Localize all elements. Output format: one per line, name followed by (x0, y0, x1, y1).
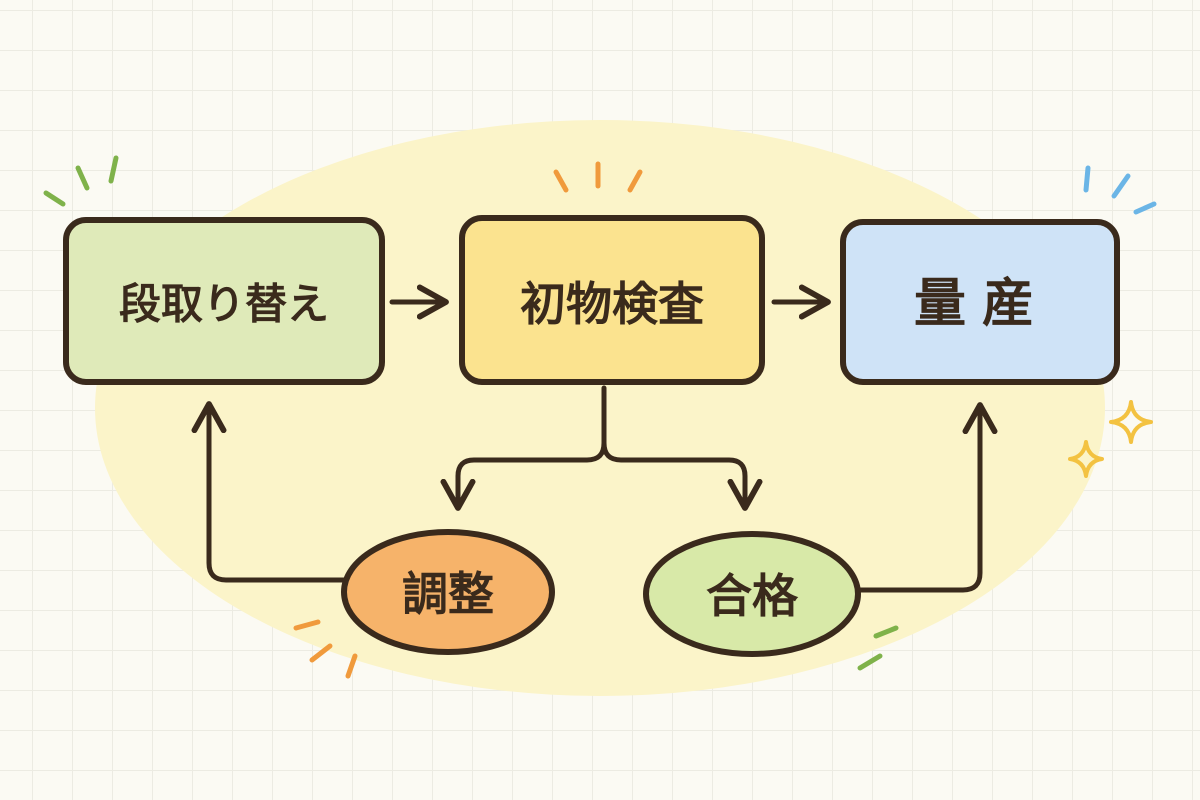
node-production-label: 量産 (914, 274, 1050, 334)
node-pass[interactable]: 合格 (643, 531, 861, 657)
background-blob (95, 120, 1105, 696)
node-inspection-box (459, 215, 765, 385)
emphasis-marks-pass (857, 625, 899, 671)
node-production-box (840, 219, 1120, 385)
node-adjust[interactable]: 調整 (341, 529, 555, 655)
node-adjust-shape (341, 529, 555, 655)
emphasis-marks-production (1083, 165, 1157, 215)
node-setup-label: 段取り替え (119, 280, 329, 329)
arrow-pass-to-production (857, 402, 998, 593)
sparkle-small-icon (1068, 440, 1104, 478)
node-pass-label: 合格 (706, 569, 799, 623)
node-inspection-label: 初物検査 (520, 277, 704, 331)
emphasis-marks-setup (43, 155, 119, 207)
node-setup[interactable]: 段取り替え (63, 217, 385, 385)
connector-inspection-to-pass (601, 440, 763, 511)
connectors (191, 284, 998, 593)
arrow-adjust-to-setup (191, 401, 347, 583)
node-production[interactable]: 量産 (840, 219, 1120, 385)
emphasis-marks-adjust (293, 619, 358, 679)
node-adjust-label: 調整 (402, 567, 494, 621)
node-pass-shape (643, 531, 861, 657)
node-inspection[interactable]: 初物検査 (459, 215, 765, 385)
node-setup-box (63, 217, 385, 385)
sparkle-large-icon (1109, 400, 1153, 444)
emphasis-marks-inspection (553, 161, 643, 193)
